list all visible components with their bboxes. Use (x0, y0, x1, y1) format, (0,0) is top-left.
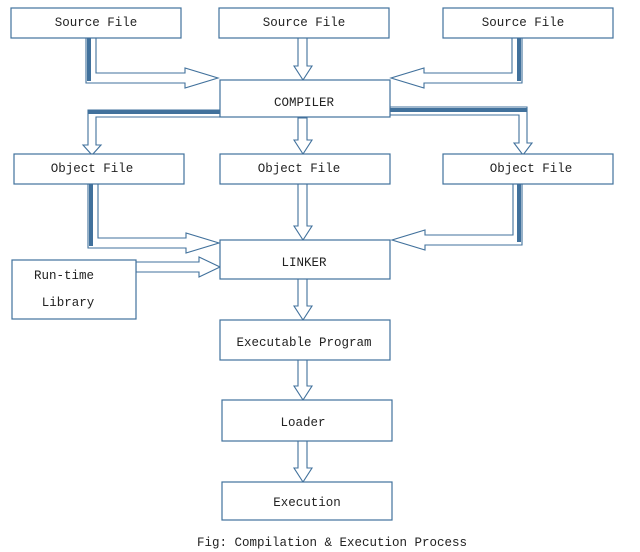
arrow-compiler-to-object-center (292, 117, 314, 156)
node-label: Source File (482, 16, 565, 30)
arrow-object-left-to-linker (87, 183, 221, 254)
arrow-executable-to-loader (292, 359, 314, 402)
node-label: Object File (258, 162, 341, 176)
arrow-runtime-to-linker (135, 256, 222, 278)
arrow-object-center-to-linker (292, 183, 314, 242)
arrow-source-right-to-compiler (389, 37, 523, 89)
node-linker: LINKER (219, 239, 391, 280)
node-source-file-left: Source File (10, 7, 182, 39)
node-label: Loader (280, 416, 325, 430)
node-label: COMPILER (274, 96, 335, 110)
arrow-source-left-to-compiler (85, 37, 220, 89)
arrow-compiler-to-object-right (389, 106, 534, 156)
arrow-compiler-to-object-left (81, 109, 221, 156)
node-label: Source File (263, 16, 346, 30)
node-compiler: COMPILER (219, 79, 391, 118)
node-label: Execution (273, 496, 341, 510)
arrow-source-center-to-compiler (292, 37, 314, 82)
node-execution: Execution (221, 481, 393, 521)
node-label: Executable Program (236, 336, 371, 350)
arrow-object-right-to-linker (390, 183, 523, 251)
node-object-file-center: Object File (219, 153, 391, 185)
arrow-loader-to-execution (292, 440, 314, 484)
arrow-linker-to-executable (292, 278, 314, 322)
node-object-file-left: Object File (13, 153, 185, 185)
node-label: Object File (490, 162, 573, 176)
node-label-line2: Library (42, 296, 95, 310)
node-label: Source File (55, 16, 138, 30)
node-label: LINKER (281, 256, 327, 270)
node-executable-program: Executable Program (219, 319, 391, 361)
node-loader: Loader (221, 399, 393, 442)
node-source-file-center: Source File (218, 7, 390, 39)
node-source-file-right: Source File (442, 7, 614, 39)
node-label: Object File (51, 162, 134, 176)
node-label-line1: Run-time (34, 269, 94, 283)
node-runtime-library: Run-time Library (11, 259, 137, 320)
figure-caption: Fig: Compilation & Execution Process (197, 536, 467, 550)
node-object-file-right: Object File (442, 153, 614, 185)
